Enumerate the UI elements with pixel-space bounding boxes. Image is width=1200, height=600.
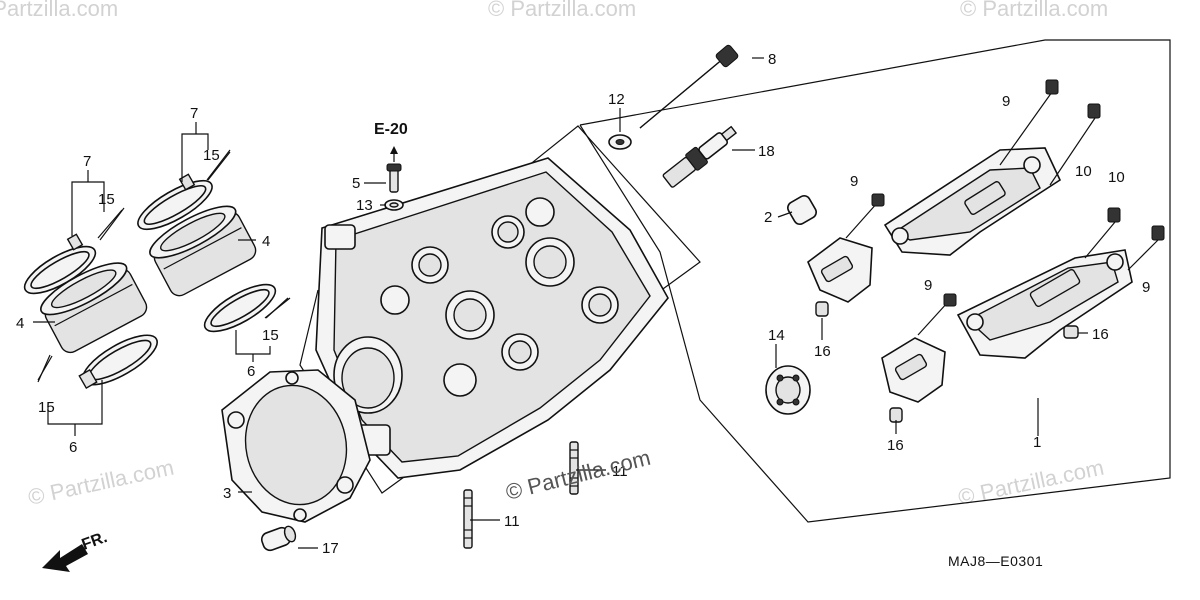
watermark-top-left: © Partzilla.com <box>0 0 118 21</box>
front-arrow-icon <box>42 544 88 572</box>
callout-3: 3 <box>223 485 231 502</box>
dowel-16b <box>1063 325 1079 339</box>
callout-15-mid: 15 <box>262 327 279 344</box>
washer-12 <box>608 134 632 150</box>
rocker-arm-holder-lower <box>956 249 1133 359</box>
callout-9-left-upper: 9 <box>850 173 858 190</box>
callout-6-left: 6 <box>69 439 77 456</box>
watermark-bottom-left: © Partzilla.com <box>26 455 176 510</box>
bolt-5 <box>386 163 402 193</box>
callouts: 1 2 3 4 4 5 6 6 7 7 8 9 9 9 9 10 10 11 1… <box>16 51 1150 557</box>
stud-bolt-right <box>569 441 579 495</box>
callout-9-right: 9 <box>1142 279 1150 296</box>
callout-6-upper: 6 <box>247 363 255 380</box>
reference-arrow-icon <box>390 146 398 154</box>
callout-10-upper: 10 <box>1075 163 1092 180</box>
callout-18: 18 <box>758 143 775 160</box>
shaft-holder-left-upper <box>807 237 873 303</box>
callout-11-upper: 11 <box>612 463 628 480</box>
front-label: FR. <box>80 529 110 554</box>
washer-13 <box>384 199 404 211</box>
callout-12: 12 <box>608 91 625 108</box>
callout-10-lower: 10 <box>1108 169 1125 186</box>
dowel-16a <box>815 301 829 317</box>
front-indicator: FR. <box>42 529 110 572</box>
spark-plug <box>662 125 738 188</box>
callout-16-left: 16 <box>814 343 831 360</box>
callout-7-left: 7 <box>83 153 91 170</box>
rocker-arm-holder-upper <box>883 147 1062 256</box>
group-outline-rocker-arm <box>579 39 1171 523</box>
callout-17: 17 <box>322 540 339 557</box>
stud-bolt-left <box>463 489 473 549</box>
cam-sprocket <box>765 365 811 415</box>
dowel-2 <box>787 195 817 225</box>
callout-16-right: 16 <box>1092 326 1109 343</box>
leader-lines <box>33 57 1088 549</box>
callout-4-left: 4 <box>16 315 24 332</box>
dowel-16c <box>889 407 903 423</box>
callout-14: 14 <box>768 327 785 344</box>
callout-15-upper: 15 <box>203 147 220 164</box>
callout-15-left: 15 <box>98 191 115 208</box>
watermark-top-right: © Partzilla.com <box>960 0 1108 21</box>
callout-1: 1 <box>1033 434 1041 451</box>
bolt-8 <box>639 44 739 129</box>
callout-15-lower: 15 <box>38 399 55 416</box>
bolts-9-10 <box>845 79 1165 336</box>
callout-16-lower: 16 <box>887 437 904 454</box>
callout-9-left-lower: 9 <box>924 277 932 294</box>
callout-4-upper: 4 <box>262 233 270 250</box>
cylinder-head <box>315 157 669 479</box>
bolts-15 <box>37 151 289 383</box>
shaft-holder-left-lower <box>881 337 946 403</box>
callout-9-top: 9 <box>1002 93 1010 110</box>
dowel-pin <box>260 525 297 552</box>
insulator-assembly-upper <box>137 149 291 333</box>
callout-7-upper: 7 <box>190 105 198 122</box>
callout-2: 2 <box>764 209 772 226</box>
callout-8: 8 <box>768 51 776 68</box>
callout-13: 13 <box>356 197 373 214</box>
head-gasket <box>221 369 371 523</box>
reference-e20: E-20 <box>374 121 408 162</box>
watermark-top-center: © Partzilla.com <box>488 0 636 21</box>
insulator-assembly-lower <box>23 207 158 390</box>
diagram-code: MAJ8—E0301 <box>948 553 1043 569</box>
reference-label: E-20 <box>374 121 408 138</box>
callout-11-lower: 11 <box>504 513 520 530</box>
callout-5: 5 <box>352 175 360 192</box>
